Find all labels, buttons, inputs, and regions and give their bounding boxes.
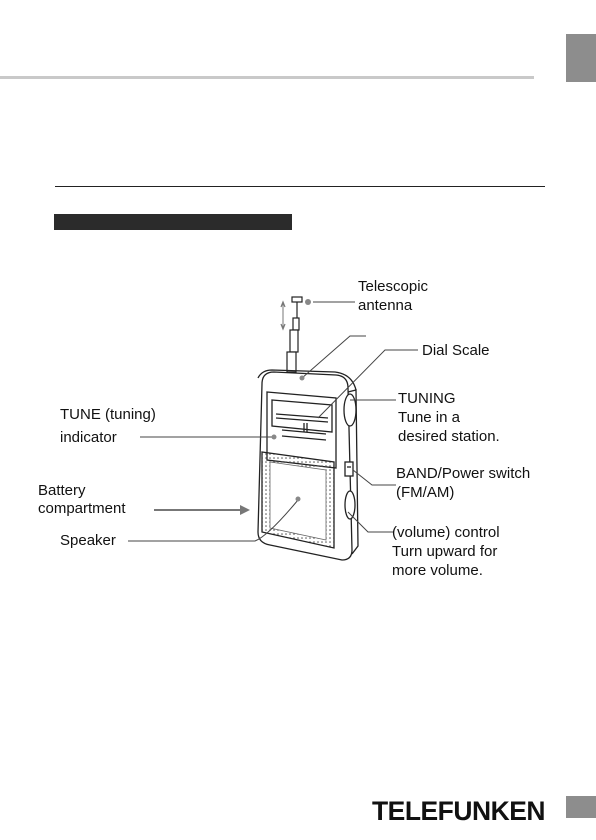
section-divider — [55, 186, 545, 187]
leader-lines — [128, 299, 418, 542]
section-tab — [566, 34, 596, 82]
label-volume-3: more volume. — [392, 562, 483, 579]
label-battery-1: Battery — [38, 482, 86, 499]
label-tune-indicator-1: TUNE (tuning) — [60, 406, 156, 423]
label-band-switch-2: (FM/AM) — [396, 484, 455, 501]
label-telescopic-antenna-2: antenna — [358, 297, 413, 314]
antenna-graphic — [280, 296, 303, 373]
label-volume-1: (volume) control — [392, 524, 500, 541]
header-rule — [0, 76, 534, 79]
label-tuning-1: TUNING — [398, 390, 456, 407]
label-band-switch-1: BAND/Power switch — [396, 465, 531, 482]
label-tuning-2: Tune in a — [398, 409, 460, 426]
label-battery-2: compartment — [38, 500, 126, 517]
section-heading-bar — [54, 214, 292, 230]
page-number-tab — [566, 796, 596, 818]
label-tune-indicator-2: indicator — [60, 429, 117, 446]
brand-logo: TELEFUNKEN — [372, 796, 545, 826]
label-telescopic-antenna-1: Telescopic — [358, 278, 429, 295]
label-speaker: Speaker — [60, 532, 116, 549]
label-dial-scale: Dial Scale — [422, 342, 490, 359]
radio-body-graphic — [257, 369, 359, 561]
label-tuning-3: desired station. — [398, 428, 500, 445]
label-volume-2: Turn upward for — [392, 543, 498, 560]
